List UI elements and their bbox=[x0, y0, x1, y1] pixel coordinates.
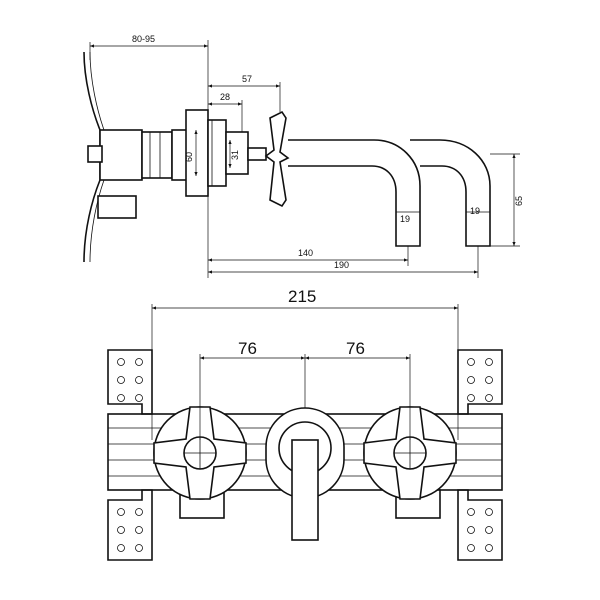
side-view: 80-95 57 28 60 31 140 190 65 19 19 bbox=[83, 34, 524, 278]
valve-body bbox=[99, 129, 143, 181]
mounting-holes bbox=[117, 358, 493, 552]
dim-28: 28 bbox=[220, 92, 230, 102]
dim-215: 215 bbox=[288, 287, 316, 306]
mounting-hole bbox=[485, 394, 493, 402]
mounting-hole bbox=[135, 526, 143, 534]
mounting-hole bbox=[117, 508, 125, 516]
mounting-plate-top-left bbox=[107, 349, 153, 415]
mounting-hole bbox=[135, 376, 143, 384]
mounting-hole bbox=[485, 376, 493, 384]
mounting-hole bbox=[467, 394, 475, 402]
inlet-connector bbox=[87, 145, 103, 163]
mounting-hole bbox=[117, 358, 125, 366]
mounting-hole bbox=[467, 376, 475, 384]
mounting-hole bbox=[135, 394, 143, 402]
mounting-hole bbox=[485, 508, 493, 516]
mounting-plate-top-right bbox=[457, 349, 503, 415]
dim-57: 57 bbox=[242, 74, 252, 84]
mounting-hole bbox=[467, 544, 475, 552]
mounting-hole bbox=[485, 358, 493, 366]
mounting-hole bbox=[485, 526, 493, 534]
dim-19-rear: 19 bbox=[470, 206, 480, 216]
spout-rear bbox=[410, 139, 491, 247]
spindle bbox=[247, 147, 267, 161]
mounting-hole bbox=[117, 394, 125, 402]
spout-front-view bbox=[265, 407, 345, 541]
mounting-hole bbox=[117, 376, 125, 384]
dim-65: 65 bbox=[514, 196, 524, 206]
spout-front bbox=[288, 139, 421, 247]
crosshead-handle bbox=[264, 110, 290, 208]
dim-60: 60 bbox=[184, 152, 194, 162]
dim-31: 31 bbox=[230, 150, 240, 160]
dim-76-left: 76 bbox=[238, 339, 257, 358]
valve-sleeve bbox=[141, 131, 173, 179]
dim-190: 190 bbox=[334, 260, 349, 270]
dim-19-front: 19 bbox=[400, 214, 410, 224]
mounting-hole bbox=[467, 508, 475, 516]
left-crosshead-handle bbox=[153, 406, 247, 500]
mounting-hole bbox=[135, 544, 143, 552]
dim-depth-range: 80-95 bbox=[132, 34, 155, 44]
mounting-plate-bottom-left bbox=[107, 489, 153, 561]
dim-140: 140 bbox=[298, 248, 313, 258]
right-crosshead-handle bbox=[363, 406, 457, 500]
mounting-hole bbox=[485, 544, 493, 552]
valve-bracket bbox=[97, 195, 137, 219]
mounting-hole bbox=[117, 544, 125, 552]
mounting-plate-bottom-right bbox=[457, 489, 503, 561]
mounting-hole bbox=[467, 526, 475, 534]
mounting-hole bbox=[117, 526, 125, 534]
mounting-hole bbox=[467, 358, 475, 366]
mounting-hole bbox=[135, 508, 143, 516]
dim-76-right: 76 bbox=[346, 339, 365, 358]
spindle-housing bbox=[207, 119, 227, 187]
mounting-hole bbox=[135, 358, 143, 366]
front-view: 215 76 76 bbox=[107, 287, 503, 561]
